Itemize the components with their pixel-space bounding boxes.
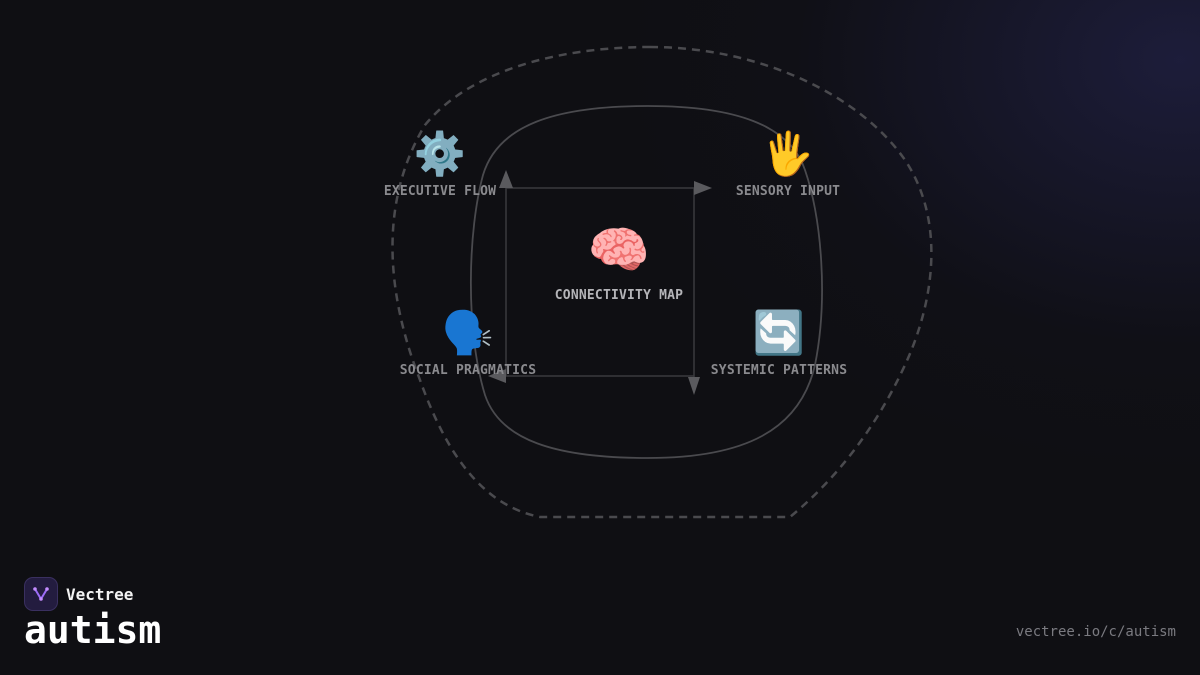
speaking-head-icon: 🗣️ [441,308,495,357]
node-social-pragmatics: 🗣️ SOCIAL PRAGMATICS [399,308,537,379]
node-connectivity-map: 🧠 CONNECTIVITY MAP [555,222,683,303]
arrowhead-left [488,369,506,383]
node-executive-flow: ⚙️ EXECUTIVE FLOW [383,129,497,200]
outer-dashed-boundary [391,45,933,519]
node-label-social-pragmatics: SOCIAL PRAGMATICS [399,363,537,378]
page-url[interactable]: vectree.io/c/autism [1015,624,1176,640]
node-label-executive-flow: EXECUTIVE FLOW [383,184,497,199]
flow-loop [500,180,700,384]
node-label-sensory-input: SENSORY INPUT [735,184,841,199]
cycle-arrows-icon: 🔄 [752,308,806,357]
brain-icon: 🧠 [587,221,651,279]
brand[interactable]: Vectree [24,577,133,611]
inner-solid-boundary [469,105,823,459]
flow-arrowheads [488,170,712,395]
arrowhead-down [688,377,700,395]
raised-hand-icon: 🖐 [761,129,815,178]
arrowhead-right [694,181,712,195]
node-systemic-patterns: 🔄 SYSTEMIC PATTERNS [710,308,848,379]
node-label-systemic-patterns: SYSTEMIC PATTERNS [710,363,848,378]
gear-icon: ⚙️ [413,129,467,178]
arrowhead-up [499,170,513,188]
brand-name: Vectree [66,584,134,604]
page-title: autism [24,608,162,652]
vectree-logo-icon [24,577,58,611]
node-label-connectivity-map: CONNECTIVITY MAP [554,288,684,303]
node-sensory-input: 🖐 SENSORY INPUT [735,129,841,200]
